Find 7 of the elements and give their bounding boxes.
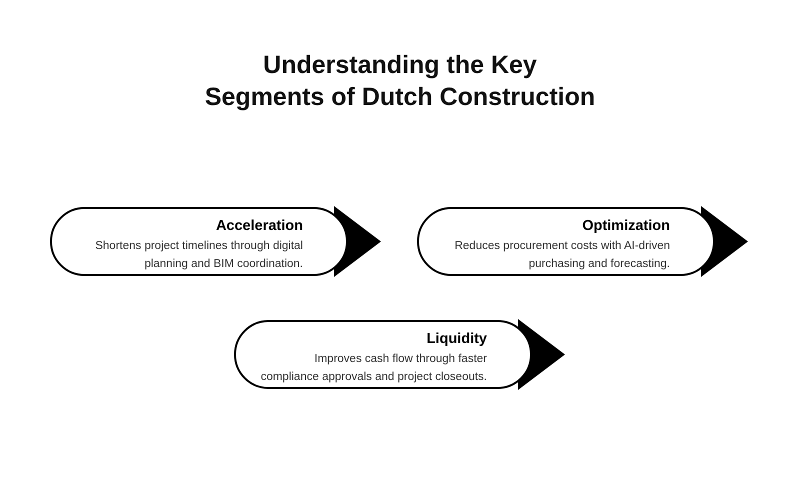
segment-description: Shortens project timelines through digital planning and BIM coordination. xyxy=(94,239,303,272)
diagram-title: Understanding the Key Segments of Dutch Construction xyxy=(204,50,596,113)
segment-description: Improves cash flow through faster compliance approvals and project closeouts. xyxy=(260,352,487,385)
segment-heading: Optimization xyxy=(582,217,670,235)
segment-heading: Acceleration xyxy=(216,217,303,235)
segment-heading: Liquidity xyxy=(426,330,487,348)
segment-description: Reduces procurement costs with AI-driven purchasing and forecasting. xyxy=(454,239,670,272)
